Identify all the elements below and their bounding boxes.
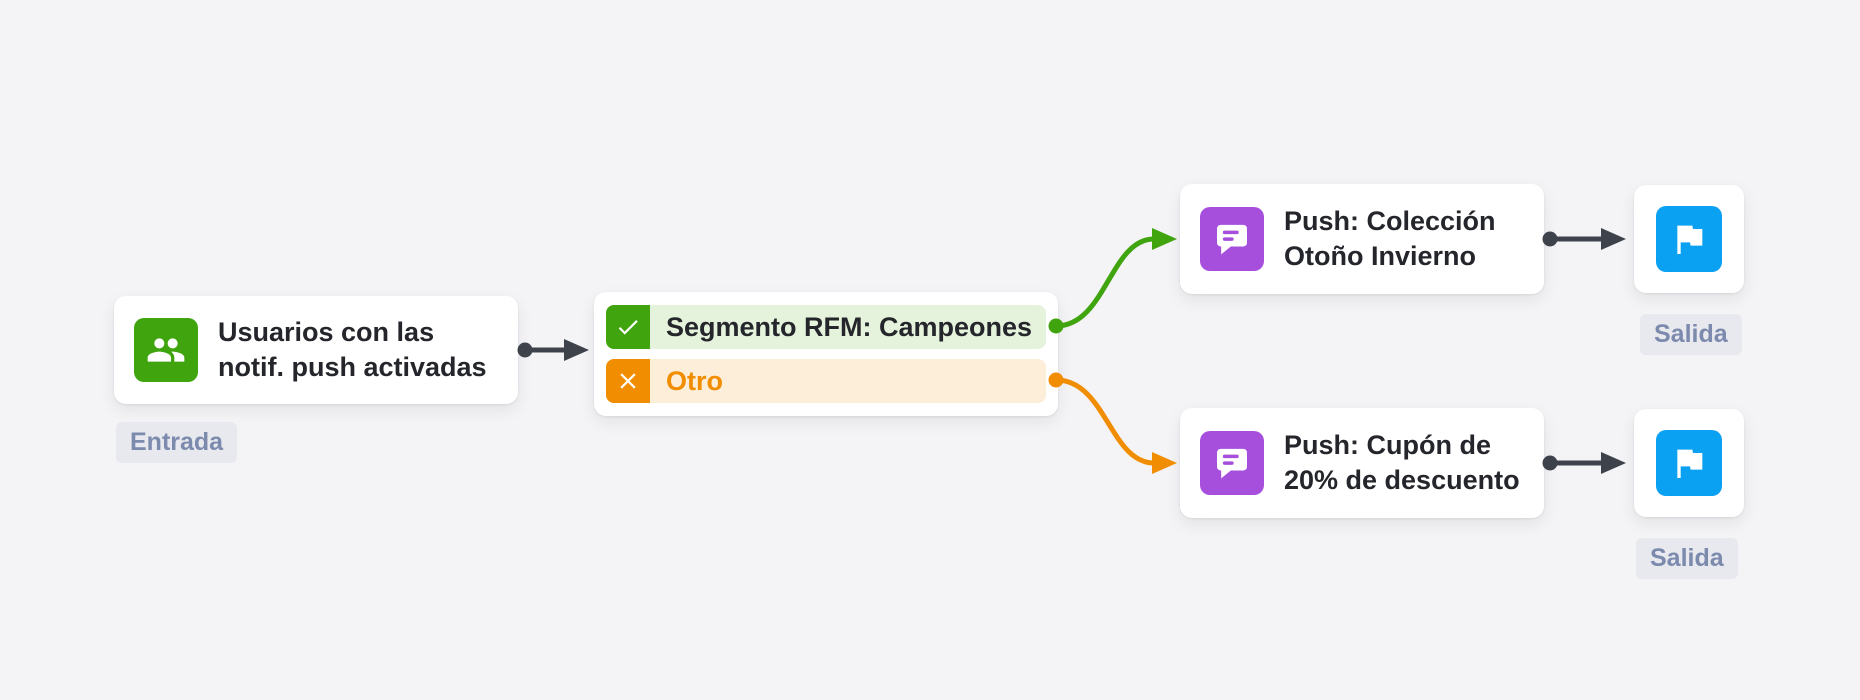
edge-push-top-to-exit-top — [1542, 228, 1626, 250]
edge-condition-else-to-push-bottom — [1048, 372, 1177, 474]
condition-branch-match[interactable]: Segmento RFM: Campeones — [606, 305, 1046, 349]
push-node-bottom[interactable]: Push: Cupón de 20% de descuento — [1180, 408, 1544, 518]
push-node-top-title: Push: Colección Otoño Invierno — [1284, 206, 1496, 271]
flag-icon — [1656, 206, 1722, 272]
entry-node[interactable]: Usuarios con las notif. push activadas — [114, 296, 518, 404]
entry-node-title: Usuarios con las notif. push activadas — [218, 317, 487, 382]
condition-branch-else-label: Otro — [666, 365, 723, 396]
users-icon — [134, 318, 198, 382]
exit-node-bottom[interactable] — [1634, 409, 1744, 517]
condition-branch-else[interactable]: Otro — [606, 359, 1046, 403]
flag-icon — [1656, 430, 1722, 496]
edge-push-bottom-to-exit-bottom — [1542, 452, 1626, 474]
exit-node-top[interactable] — [1634, 185, 1744, 293]
condition-node[interactable]: Segmento RFM: Campeones Otro — [594, 292, 1058, 416]
check-icon — [606, 305, 650, 349]
push-node-bottom-title: Push: Cupón de 20% de descuento — [1284, 430, 1520, 495]
condition-branch-match-label: Segmento RFM: Campeones — [666, 311, 1033, 342]
exit-badge-top: Salida — [1640, 314, 1742, 355]
close-icon — [606, 359, 650, 403]
chat-message-icon — [1200, 431, 1264, 495]
exit-badge-bottom: Salida — [1636, 538, 1738, 579]
push-node-top[interactable]: Push: Colección Otoño Invierno — [1180, 184, 1544, 294]
edge-condition-match-to-push-top — [1048, 228, 1177, 334]
edge-entry-to-condition — [517, 339, 589, 361]
entry-badge: Entrada — [116, 422, 238, 463]
chat-message-icon — [1200, 207, 1264, 271]
